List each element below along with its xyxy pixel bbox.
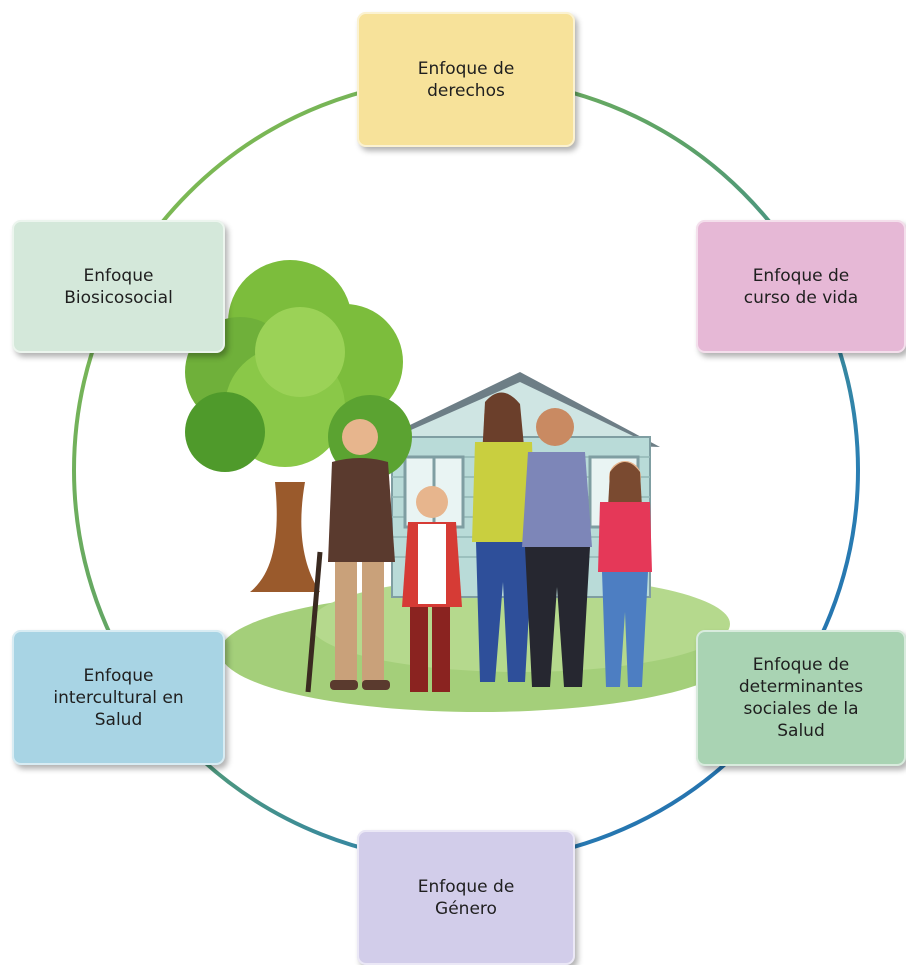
label-line: Salud xyxy=(777,721,825,741)
mother-figure xyxy=(472,392,535,682)
node-enfoque-derechos: Enfoque de derechos xyxy=(357,12,575,147)
node-label: Enfoque intercultural en Salud xyxy=(53,665,183,731)
label-line: intercultural en xyxy=(53,687,184,708)
node-label: Enfoque de derechos xyxy=(418,58,515,102)
node-label: Enfoque Biosicosocial xyxy=(64,265,173,309)
label-line: Enfoque xyxy=(83,665,154,686)
node-label: Enfoque de curso de vida xyxy=(744,265,858,309)
label-line: derechos xyxy=(427,80,505,101)
grandfather-figure xyxy=(305,419,395,693)
node-enfoque-genero: Enfoque de Género xyxy=(357,830,575,965)
node-label: Enfoque de Género xyxy=(418,876,515,920)
label-line: sociales de la xyxy=(743,699,859,719)
label-line: Salud xyxy=(94,709,143,730)
boy-figure xyxy=(402,486,462,692)
node-enfoque-curso-vida: Enfoque de curso de vida xyxy=(696,220,906,353)
label-line: Enfoque de xyxy=(417,58,515,79)
label-line: Enfoque xyxy=(83,265,154,286)
family-house-illustration xyxy=(185,260,735,712)
label-line: Enfoque de xyxy=(417,876,515,897)
label-line: Enfoque de xyxy=(752,265,850,286)
label-line: determinantes xyxy=(738,677,864,697)
label-line: Enfoque de xyxy=(752,655,850,675)
label-line: Género xyxy=(435,898,497,919)
node-enfoque-biosicosocial: Enfoque Biosicosocial xyxy=(12,220,225,353)
label-line: curso de vida xyxy=(743,287,859,308)
node-label: Enfoque de determinantes sociales de la … xyxy=(739,654,863,742)
label-line: Biosicosocial xyxy=(64,287,173,308)
girl-figure xyxy=(598,461,652,687)
node-enfoque-determinantes: Enfoque de determinantes sociales de la … xyxy=(696,630,906,766)
node-enfoque-intercultural: Enfoque intercultural en Salud xyxy=(12,630,225,765)
father-figure xyxy=(522,408,592,687)
